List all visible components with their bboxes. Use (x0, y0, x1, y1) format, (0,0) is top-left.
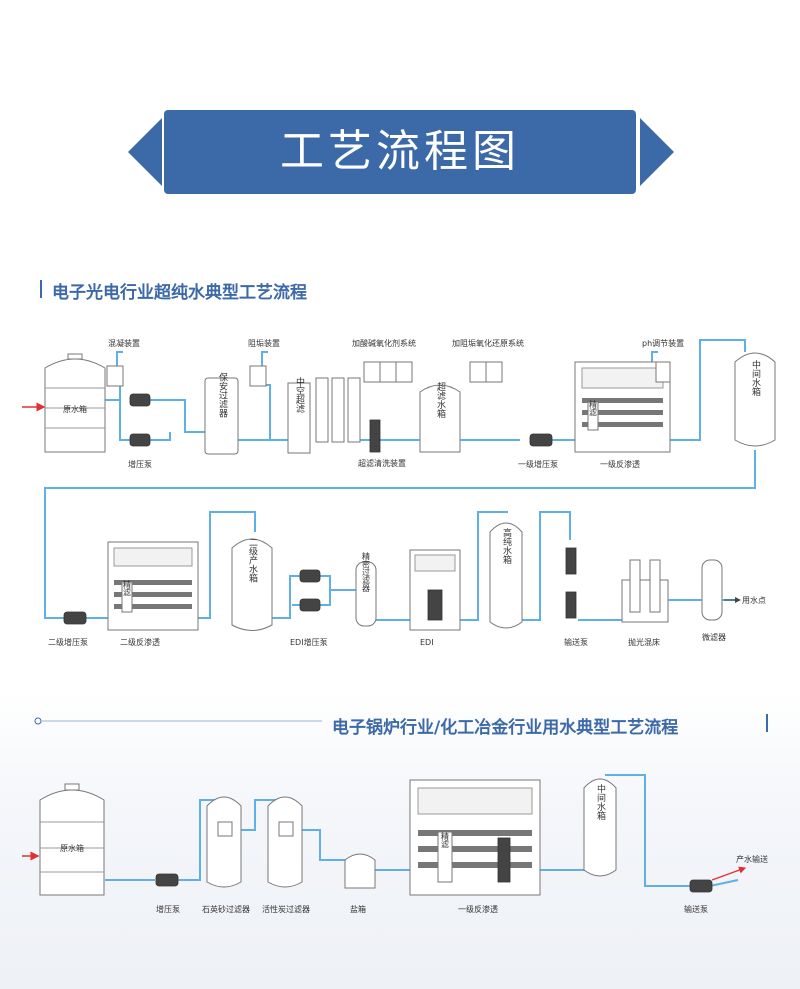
sand-filter-label: 石英砂过滤器 (202, 904, 250, 914)
micro-filter: 微滤器 (701, 559, 726, 642)
security-filter-label: 保安过滤器 (217, 371, 228, 417)
pipe-r2 (86, 511, 736, 621)
product-arrow (711, 866, 747, 881)
ro1-2-label: 一级反渗透 (458, 904, 498, 914)
salt-tank-label: 盐箱 (350, 904, 366, 914)
section1-bar (40, 280, 42, 298)
banner-right-arrow (640, 118, 674, 186)
uf-water-tank: 超滤水箱 (419, 381, 461, 453)
scale-inhibitor-device: 阻垢装置 (248, 338, 280, 387)
ro2-tank-label: 二级产水箱 (247, 538, 258, 584)
hollow-fiber-uf: 中空超滤 (287, 376, 361, 454)
carbon-filter-label: 活性炭过滤器 (262, 904, 310, 914)
booster-label: 增压泵 (128, 459, 152, 469)
edi-booster-pump: EDI增压泵 (290, 569, 328, 647)
ro2-fine-label: 精滤 (123, 579, 132, 597)
booster-pump-1a (129, 393, 151, 407)
secondary-booster-pump: 二级增压泵 (48, 611, 88, 647)
high-purity-tank: 高纯水箱 (489, 522, 523, 629)
section2-dot (34, 717, 42, 725)
intermediate-tank-1: 中间水箱 (734, 352, 776, 447)
section2-title: 电子锅炉行业/化工冶金行业用水典型工艺流程 (332, 718, 679, 738)
edi-pump-label: EDI增压泵 (290, 637, 328, 647)
micro-label: 微滤器 (702, 632, 726, 642)
acid-alkali-label: 加酸碱氧化剂系统 (352, 338, 416, 348)
uf-clean-label: 超滤清洗装置 (358, 458, 406, 468)
scale-reduce-label: 加阻垢氧化还原系统 (452, 338, 524, 348)
scale-label: 阻垢装置 (248, 338, 280, 348)
pump1-label: 一级增压泵 (518, 459, 558, 469)
edi-unit: EDI (409, 549, 461, 647)
pipe-r1a (105, 375, 205, 441)
primary-ro-unit: 精滤 一级反渗透 (574, 361, 671, 469)
polish-label: 抛光混床 (628, 637, 660, 647)
ph-adjust-device: ph调节装置 (642, 338, 684, 383)
uf-clean-device: 超滤清洗装置 (358, 419, 406, 468)
section2-background (0, 690, 800, 989)
primary-ro-unit-2: 精滤 一级反渗透 (409, 779, 541, 914)
ph-label: ph调节装置 (642, 338, 684, 348)
hollow-uf-label: 中空超滤 (294, 376, 305, 414)
primary-booster-pump: 一级增压泵 (518, 433, 558, 469)
pipe-row-link (44, 450, 756, 619)
page-title: 工艺流程图 (280, 126, 520, 177)
coagulation-device: 混凝装置 (106, 338, 140, 387)
ro1-2-fine-label: 精滤 (441, 831, 450, 849)
uf-tank-label: 超滤水箱 (435, 381, 446, 419)
booster2-label: 增压泵 (156, 904, 180, 914)
mid-tank2-label: 中间水箱 (595, 783, 606, 821)
polishing-mixed-bed: 抛光混床 (621, 559, 669, 647)
secondary-product-tank: 二级产水箱 (231, 538, 273, 631)
transfer-pump-label: 输送泵 (564, 637, 588, 647)
coag-label: 混凝装置 (108, 338, 140, 348)
section1-title: 电子光电行业超纯水典型工艺流程 (52, 283, 307, 303)
raw-water-tank-1: 原水箱 (44, 353, 106, 453)
title-banner: 工艺流程图 (164, 110, 636, 194)
pump2-label: 二级增压泵 (48, 637, 88, 647)
mid-tank-label: 中间水箱 (750, 359, 761, 397)
security-filter: 保安过滤器 (204, 371, 239, 455)
transfer-pump-2: 输送泵 (684, 879, 713, 914)
ro2-label: 二级反渗透 (120, 637, 160, 647)
booster-pump-1b (129, 433, 151, 447)
precision-filter-label: 精密过滤器 (362, 551, 371, 593)
secondary-ro-unit: 精滤 二级反渗透 (107, 541, 199, 647)
ro1-label: 一级反渗透 (600, 459, 640, 469)
section2-bar (766, 714, 768, 732)
salt-tank: 盐箱 (344, 853, 376, 914)
quartz-sand-filter: 石英砂过滤器 (202, 796, 250, 914)
edi-label: EDI (420, 638, 434, 647)
product-label: 产水输送 (736, 854, 768, 864)
transfer-pump2-label: 输送泵 (684, 904, 708, 914)
raw-tank-label: 原水箱 (63, 404, 87, 414)
intermediate-tank-2: 中间水箱 (583, 778, 617, 877)
use-point-label: 用水点 (742, 595, 766, 605)
banner-left-arrow (128, 118, 162, 186)
raw-tank2-label: 原水箱 (60, 843, 84, 853)
transfer-pump-1: 输送泵 (564, 547, 588, 647)
precision-filter: 精密过滤器 (355, 551, 377, 627)
activated-carbon-filter: 活性炭过滤器 (262, 796, 310, 914)
booster-pump-2: 增压泵 (155, 873, 180, 914)
scale-reduce-dosing: 加阻垢氧化还原系统 (452, 338, 524, 383)
pure-tank-label: 高纯水箱 (501, 527, 512, 565)
acid-alkali-dosing: 加酸碱氧化剂系统 (352, 338, 416, 383)
ro1-fine-label: 精滤 (589, 399, 598, 417)
raw-water-tank-2: 原水箱 (39, 783, 105, 896)
